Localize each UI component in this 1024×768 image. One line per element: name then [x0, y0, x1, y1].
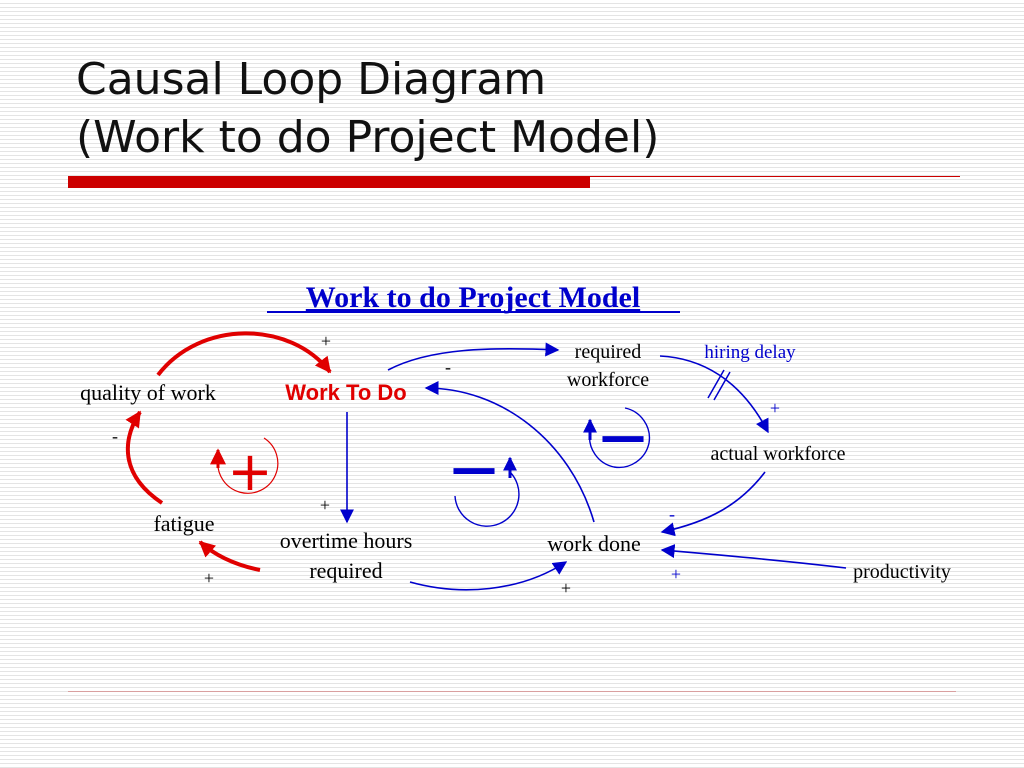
loop-reinforcing-sign: + — [227, 440, 272, 503]
link-quality-to-worktodo — [156, 331, 332, 377]
diagram-heading: Work to do Project Model — [306, 281, 640, 314]
title-underline-thick — [68, 176, 590, 188]
node-required-workforce-line1: required — [575, 341, 642, 363]
polarity-fatigue-to-quality: - — [112, 426, 118, 446]
node-actual-workforce: actual workforce — [711, 443, 846, 465]
slide-title-line-1: Causal Loop Diagram — [76, 54, 547, 105]
node-productivity: productivity — [853, 561, 951, 583]
polarity-productivity-to-workdone: + — [671, 564, 681, 584]
loop-balancing-2-sign: — — [600, 409, 646, 463]
delay-mark-1 — [707, 369, 725, 399]
title-underline-thin — [590, 176, 960, 177]
polarity-overtime-to-workdone: + — [561, 578, 571, 598]
node-overtime-hours-line1: overtime hours — [280, 528, 413, 553]
polarity-hiring-to-actual: + — [770, 398, 780, 418]
polarity-workdone-to-worktodo: - — [445, 357, 451, 377]
link-fatigue-to-quality — [125, 410, 164, 505]
node-fatigue: fatigue — [153, 511, 214, 536]
node-quality-of-work: quality of work — [80, 380, 216, 405]
node-overtime-hours-line2: required — [309, 558, 382, 583]
polarity-overtime-to-fatigue: + — [204, 568, 214, 588]
link-worktodo-to-required-workforce — [387, 342, 560, 371]
link-actual-workforce-to-workdone — [660, 471, 766, 537]
link-productivity-to-workdone — [660, 544, 847, 569]
polarity-actual-to-workdone: - — [669, 504, 675, 524]
loop-balancing-1-arc — [454, 471, 520, 527]
loop-balancing-2-arc — [588, 407, 651, 469]
polarity-worktodo-to-overtime: + — [320, 495, 330, 515]
node-work-done: work done — [547, 531, 640, 556]
loop-balancing-1-sign: — — [451, 441, 497, 495]
polarity-quality-to-worktodo: + — [321, 331, 331, 351]
node-work-to-do: Work To Do — [285, 380, 406, 405]
link-overtime-to-fatigue — [198, 540, 261, 572]
link-workdone-to-worktodo — [424, 381, 595, 523]
footer-rule — [68, 691, 956, 692]
link-required-to-actual-workforce — [659, 355, 769, 434]
slide-title-line-2: (Work to do Project Model) — [76, 112, 660, 163]
link-overtime-to-workdone — [409, 561, 568, 591]
loop-reinforcing-arc — [217, 437, 279, 494]
node-required-workforce-line2: workforce — [567, 369, 649, 391]
node-hiring-delay: hiring delay — [704, 342, 796, 363]
delay-mark-2 — [713, 371, 731, 401]
